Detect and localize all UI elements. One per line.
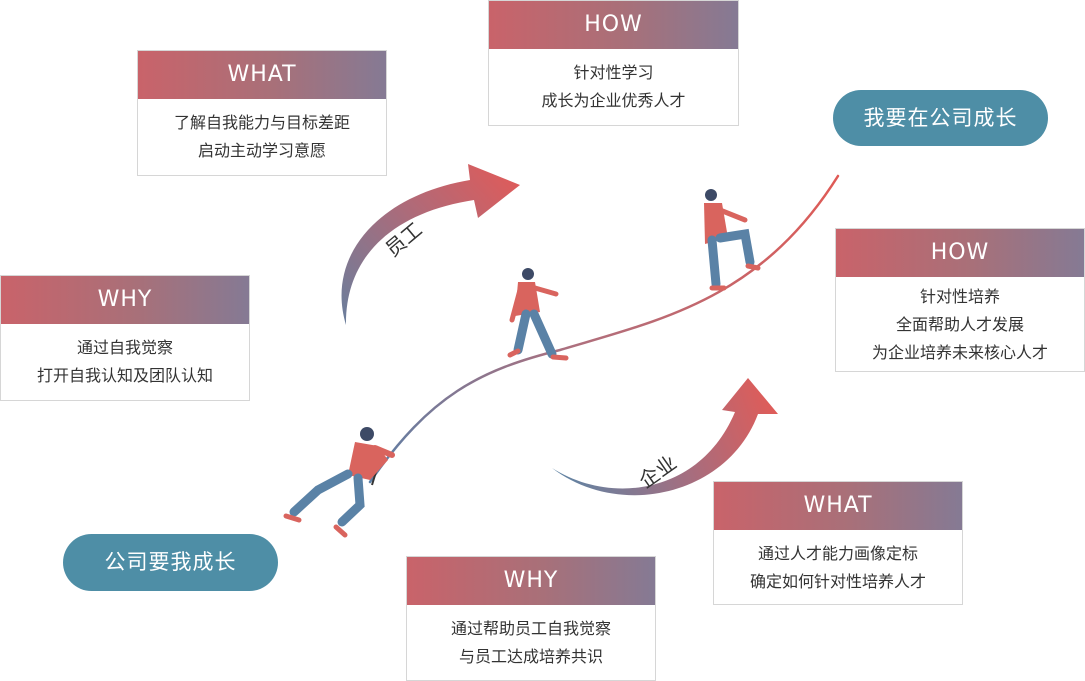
card-line: 针对性培养: [919, 287, 1000, 306]
card-header: WHAT: [714, 482, 962, 530]
employee-arrow: [341, 164, 520, 325]
card-line: 为企业培养未来核心人才: [871, 343, 1048, 362]
card-line: 确定如何针对性培养人才: [749, 572, 926, 591]
goal-pill-bottom: 公司要我成长: [63, 534, 278, 591]
why-employee-card: WHY 通过自我觉察 打开自我认知及团队认知: [0, 275, 250, 401]
enterprise-arrow: [552, 378, 778, 496]
what-enterprise-card: WHAT 通过人才能力画像定标 确定如何针对性培养人才: [713, 481, 963, 605]
card-line: 打开自我认知及团队认知: [36, 366, 213, 385]
card-header: HOW: [836, 229, 1084, 277]
how-enterprise-card: HOW 针对性培养 全面帮助人才发展 为企业培养未来核心人才: [835, 228, 1085, 372]
card-line: 启动主动学习意愿: [197, 141, 326, 160]
what-employee-card: WHAT 了解自我能力与目标差距 启动主动学习意愿: [137, 50, 387, 176]
figure-pushing: [283, 427, 395, 538]
card-line: 通过自我觉察: [76, 338, 173, 357]
growth-curve: [368, 174, 840, 484]
card-line: 成长为企业优秀人才: [541, 91, 686, 110]
card-header: HOW: [489, 1, 738, 49]
card-line: 针对性学习: [573, 63, 654, 82]
how-employee-card: HOW 针对性学习 成长为企业优秀人才: [488, 0, 739, 126]
figure-walking: [507, 268, 569, 361]
card-header: WHY: [1, 276, 249, 324]
figure-climbing: [704, 189, 761, 291]
card-line: 与员工达成培养共识: [458, 647, 603, 666]
card-line: 通过帮助员工自我觉察: [450, 619, 611, 638]
goal-pill-top: 我要在公司成长: [833, 90, 1048, 146]
card-line: 通过人才能力画像定标: [757, 544, 918, 563]
card-header: WHY: [407, 557, 655, 605]
card-header: WHAT: [138, 51, 386, 99]
card-line: 了解自我能力与目标差距: [173, 113, 350, 132]
card-line: 全面帮助人才发展: [895, 315, 1024, 334]
why-enterprise-card: WHY 通过帮助员工自我觉察 与员工达成培养共识: [406, 556, 656, 681]
